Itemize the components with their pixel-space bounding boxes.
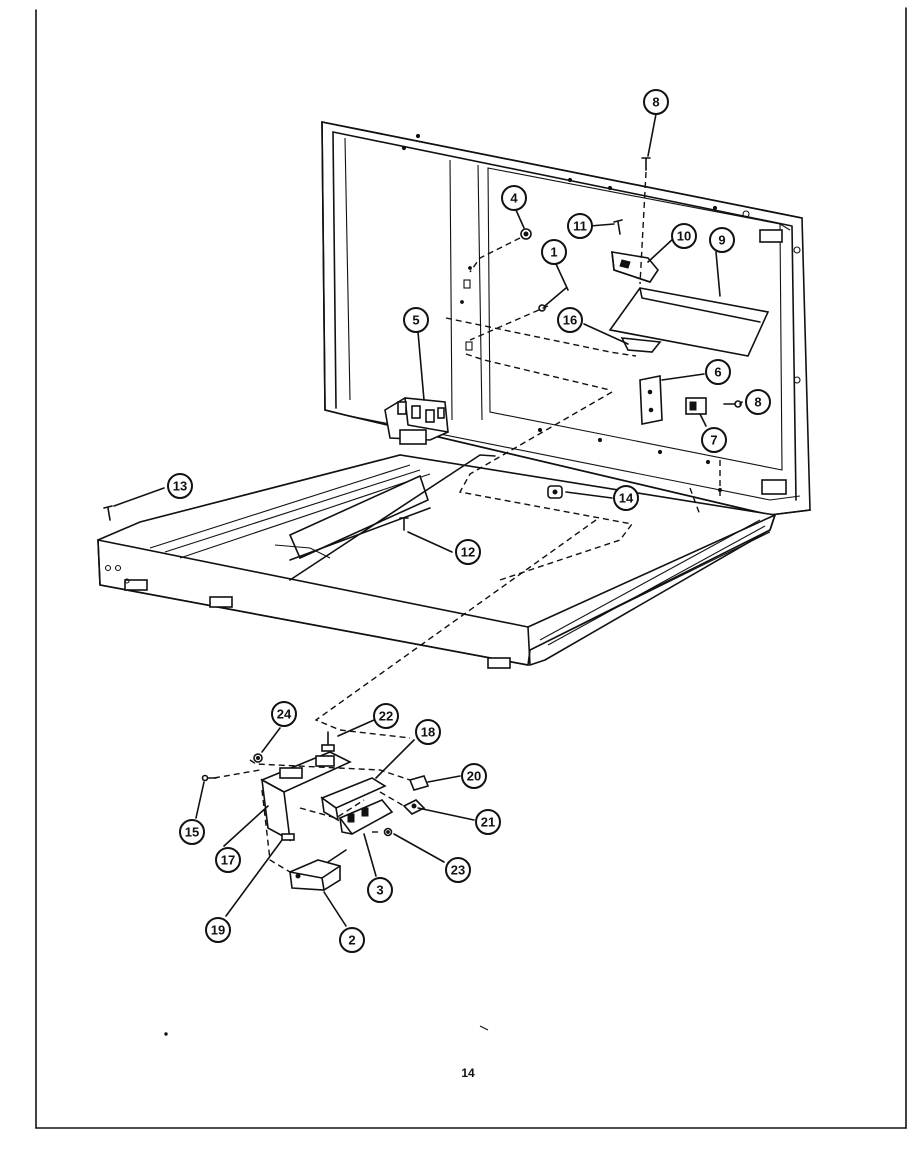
callout-2: 2 [339, 927, 365, 953]
screw-part-11 [613, 219, 623, 235]
callout-15: 15 [179, 819, 205, 845]
page-number: 14 [461, 1066, 475, 1080]
callout-label: 7 [710, 433, 717, 448]
stud-part-1 [538, 287, 567, 312]
switch-part-2 [289, 849, 347, 891]
callout-label: 9 [718, 233, 725, 248]
clip-part-20 [408, 775, 430, 791]
screw-part-8-top [641, 157, 651, 171]
nut-part-4 [520, 228, 532, 240]
callout-7: 7 [701, 427, 727, 453]
assembly-dashed-lines-lower [213, 759, 411, 873]
callout-label: 22 [379, 709, 393, 724]
callout-label: 16 [563, 313, 577, 328]
callout-21: 21 [475, 809, 501, 835]
callout-10: 10 [671, 223, 697, 249]
callout-20: 20 [461, 763, 487, 789]
callout-label: 2 [348, 933, 355, 948]
callout-label: 18 [421, 725, 435, 740]
callout-label: 15 [185, 825, 199, 840]
callout-label: 1 [550, 245, 557, 260]
callout-12: 12 [455, 539, 481, 565]
switch-bracket-part-18 [320, 777, 387, 822]
callout-label: 4 [510, 191, 518, 206]
callout-14: 14 [613, 485, 639, 511]
callout-6: 6 [705, 359, 731, 385]
callout-3: 3 [367, 877, 393, 903]
callout-22: 22 [373, 703, 399, 729]
relay-part-5 [384, 397, 449, 445]
callout-label: 20 [467, 769, 481, 784]
clamp-part-14 [547, 485, 563, 499]
callout-label: 12 [461, 545, 475, 560]
callout-1: 1 [541, 239, 567, 265]
callout-11: 11 [567, 213, 593, 239]
nut-part-24 [253, 753, 263, 763]
assembly-dashed-lines-upper [314, 171, 721, 739]
callout-17: 17 [215, 847, 241, 873]
callout-9: 9 [709, 227, 735, 253]
callout-label: 3 [376, 883, 383, 898]
callout-19: 19 [205, 917, 231, 943]
callout-label: 6 [714, 365, 721, 380]
page-border [35, 7, 907, 1129]
callout-label: 17 [221, 853, 235, 868]
callout-label: 8 [652, 95, 659, 110]
plate-part-9 [608, 287, 770, 357]
callout-4: 4 [501, 185, 527, 211]
callout-label: 14 [619, 491, 634, 506]
callout-24: 24 [271, 701, 297, 727]
callout-label: 5 [412, 313, 419, 328]
callout-13: 13 [167, 473, 193, 499]
callout-label: 21 [481, 815, 495, 830]
callout-label: 19 [211, 923, 225, 938]
scan-specks [164, 1025, 489, 1036]
callout-label: 10 [677, 229, 691, 244]
terminal-part-21 [402, 799, 426, 815]
callout-8-top: 8 [643, 89, 669, 115]
callout-18: 18 [415, 719, 441, 745]
callout-5: 5 [403, 307, 429, 333]
callout-23: 23 [445, 857, 471, 883]
clip-part-19 [281, 833, 295, 841]
callout-8-right: 8 [745, 389, 771, 415]
screw-part-12 [399, 517, 409, 531]
callout-label: 23 [451, 863, 465, 878]
callout-label: 8 [754, 395, 761, 410]
callout-label: 24 [277, 707, 292, 722]
screw-part-22 [321, 731, 335, 752]
switch-part-3 [338, 799, 394, 836]
clip-part-7 [685, 397, 707, 415]
leader-lines [113, 113, 743, 927]
callout-16: 16 [557, 307, 583, 333]
screw-part-15 [201, 774, 217, 782]
callout-label: 11 [573, 219, 587, 234]
bracket-part-6 [639, 375, 663, 425]
nut-part-23 [383, 827, 393, 837]
base-tray [97, 454, 777, 669]
callout-label: 13 [173, 479, 187, 494]
switch-bracket-part-17 [260, 751, 352, 842]
screw-part-13 [103, 505, 113, 521]
